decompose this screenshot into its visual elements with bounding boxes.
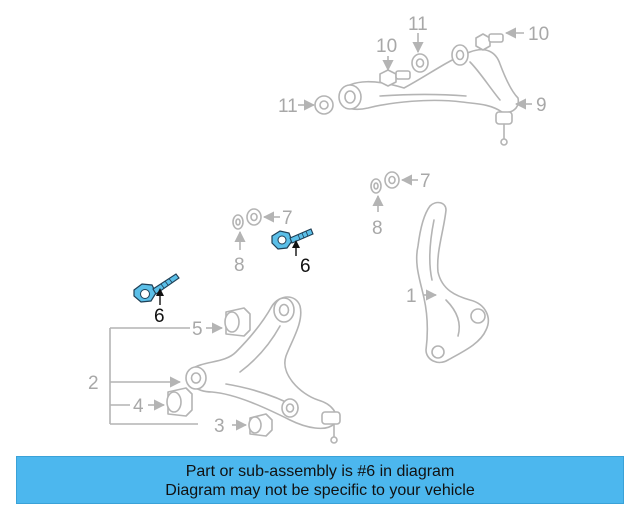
banner-line-disclaimer: Diagram may not be specific to your vehi… — [165, 482, 475, 499]
bolt-10-upper-right — [475, 33, 504, 51]
nut-7-left — [246, 208, 262, 226]
callout-6-right: 6 — [300, 256, 311, 277]
nut-11-upper-left — [411, 53, 429, 73]
callout-9: 9 — [536, 95, 547, 116]
banner-line-part: Part or sub-assembly is #6 in diagram — [185, 463, 455, 480]
callout-11-top: 11 — [408, 14, 428, 35]
callout-3: 3 — [214, 416, 225, 437]
washer-8-left — [232, 214, 244, 230]
nut-11-lower-left — [314, 95, 334, 115]
nut-7-right — [384, 171, 400, 189]
callout-4: 4 — [133, 396, 144, 417]
callout-5: 5 — [192, 319, 203, 340]
callout-7-right: 7 — [420, 171, 431, 192]
callout-1: 1 — [406, 286, 417, 307]
steering-knuckle — [415, 201, 490, 364]
upper-control-arm — [338, 44, 520, 146]
cam-bolt-6-right[interactable] — [271, 228, 314, 250]
parts-diagram: 11 10 10 11 9 1 7 8 7 8 — [88, 14, 549, 444]
callout-10-left: 10 — [376, 36, 397, 57]
callout-11-left: 11 — [278, 96, 298, 117]
callout-2: 2 — [88, 373, 99, 394]
callout-7-left: 7 — [282, 208, 293, 229]
washer-8-right — [370, 178, 382, 194]
callout-8-right: 8 — [372, 218, 383, 239]
callout-6-left: 6 — [154, 306, 165, 327]
bushing-3 — [248, 413, 273, 437]
callout-10-right: 10 — [528, 24, 549, 45]
bolt-10-upper-left — [379, 69, 411, 87]
info-banner: Part or sub-assembly is #6 in diagram Di… — [16, 456, 624, 504]
lower-control-arm — [185, 296, 341, 444]
bushing-4 — [166, 387, 193, 417]
bushing-5 — [224, 307, 251, 337]
cam-bolt-6-left[interactable] — [133, 273, 180, 303]
callout-8-left: 8 — [234, 255, 245, 276]
